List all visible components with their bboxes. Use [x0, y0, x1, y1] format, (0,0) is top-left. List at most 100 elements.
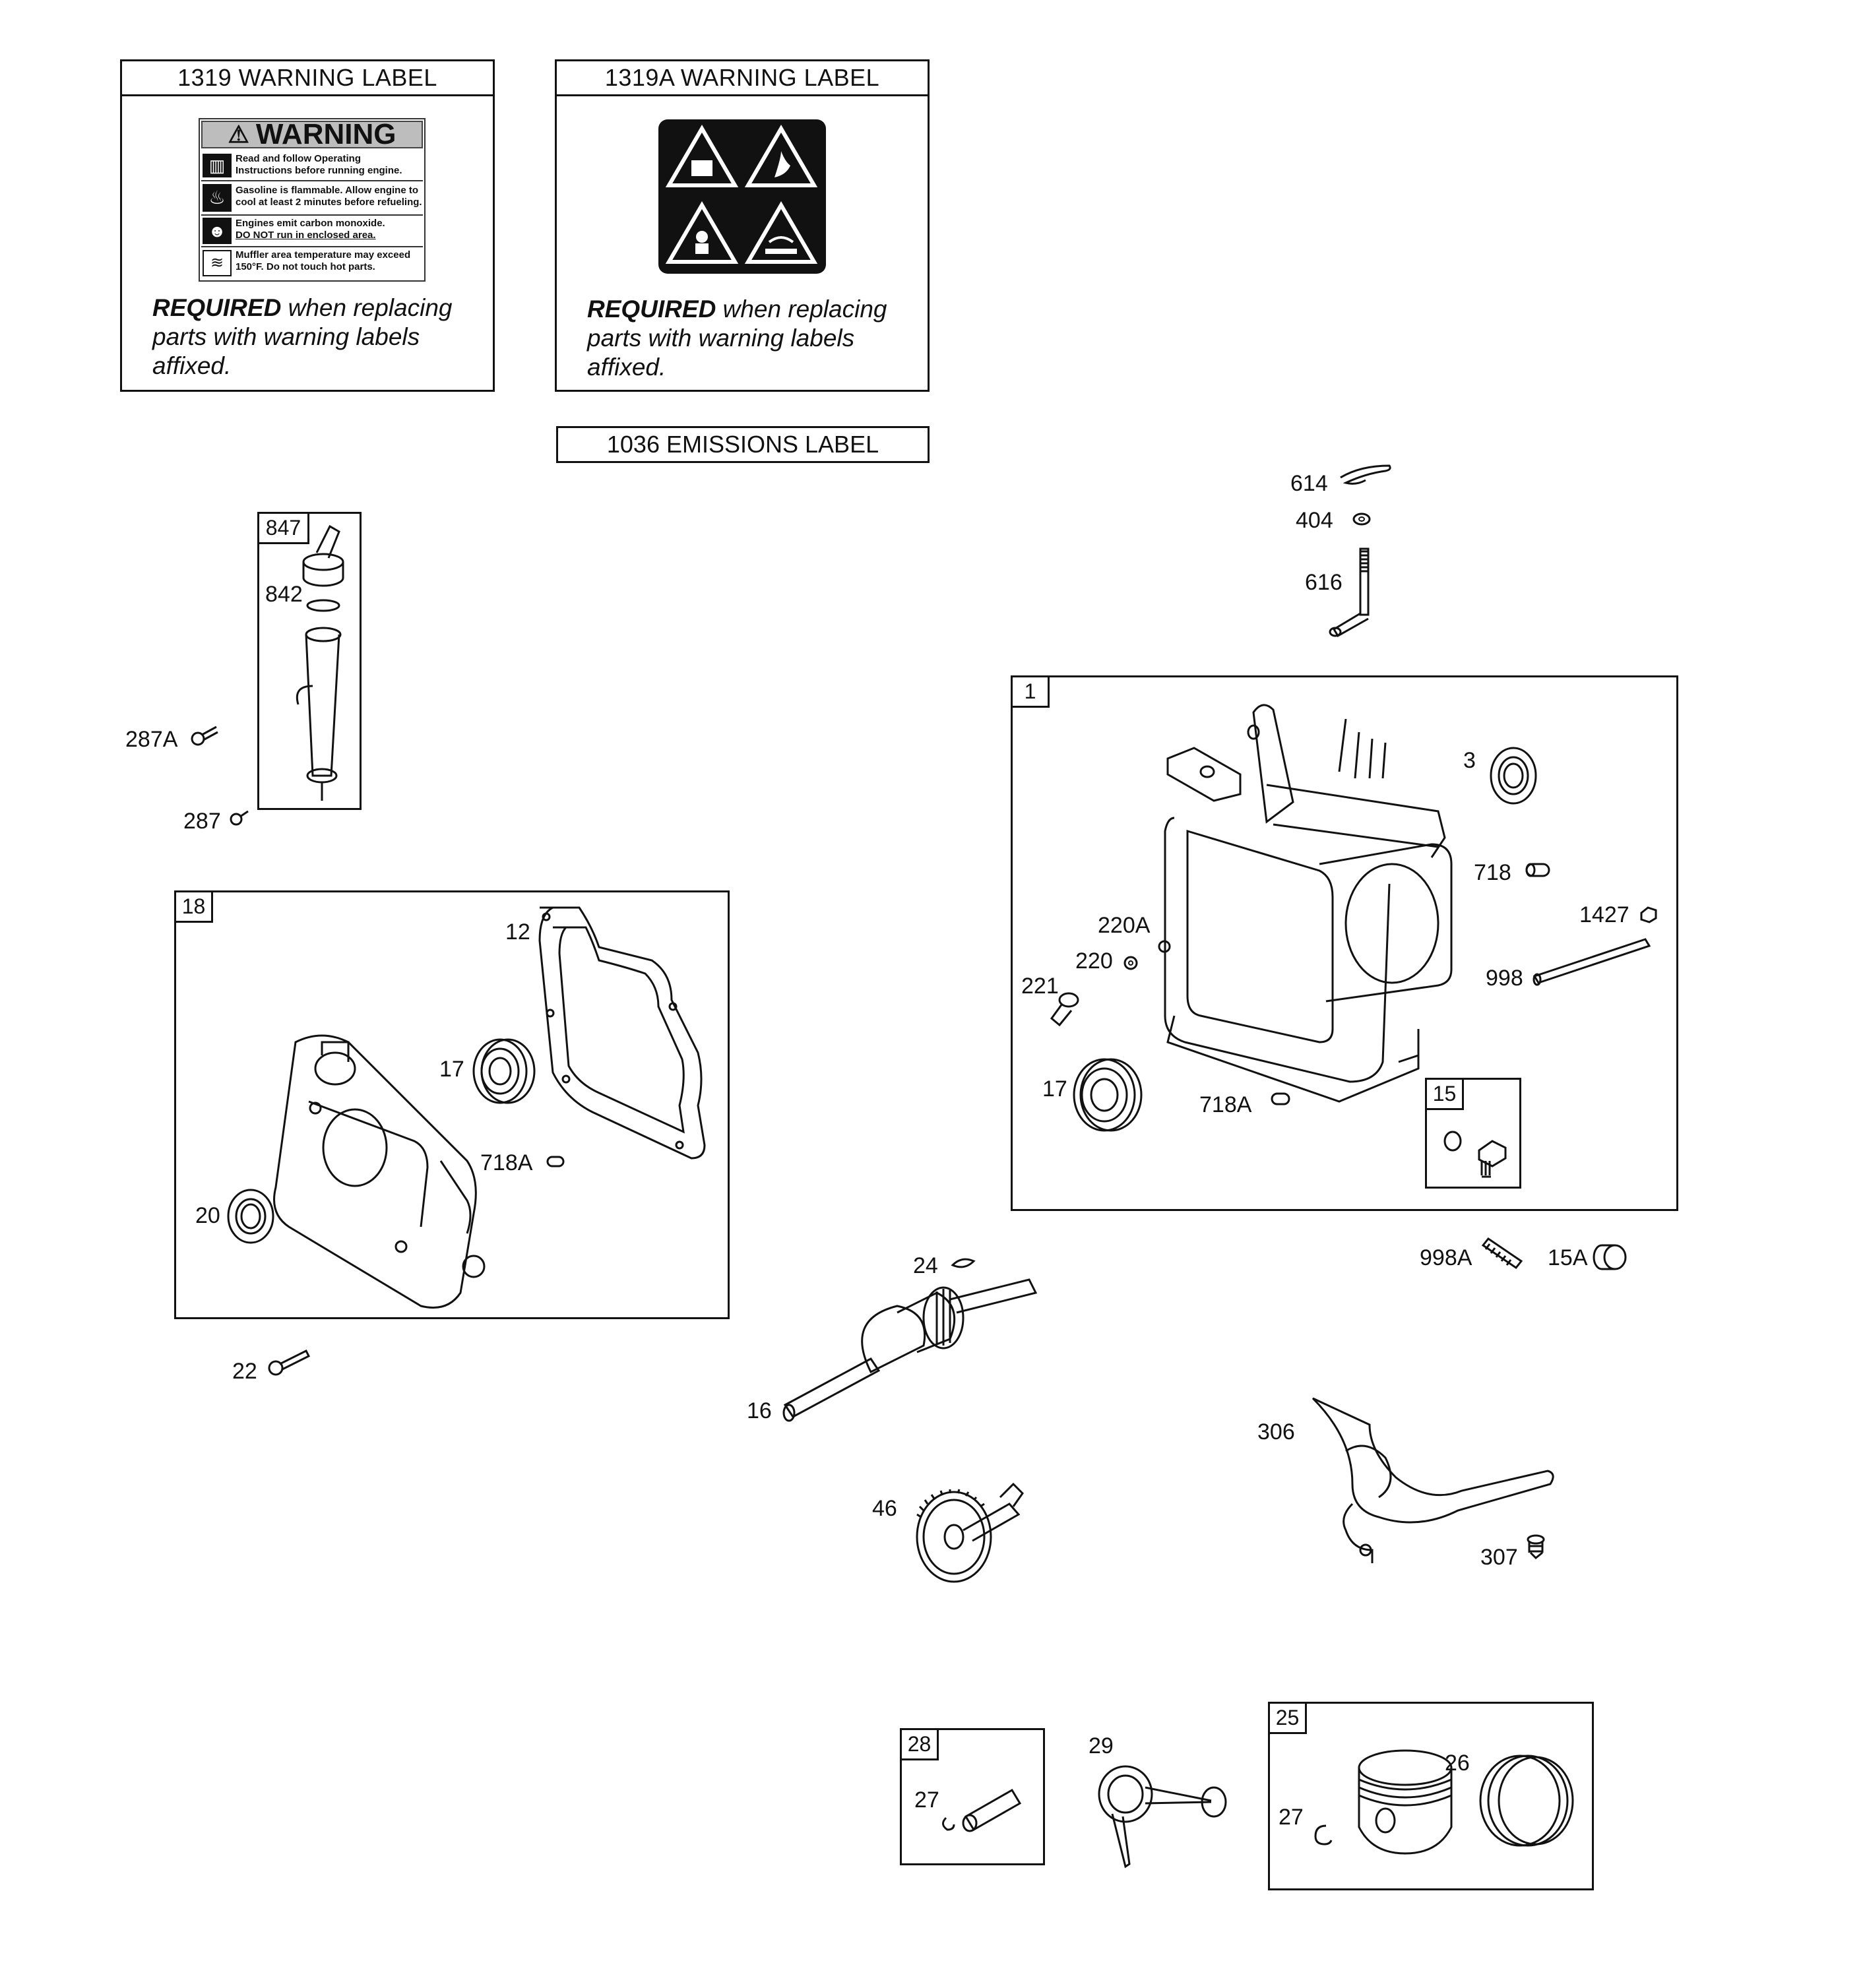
bearing-17-block-part — [1073, 1058, 1143, 1132]
decal-row-2: ♨ Gasoline is flammable. Allow engine to… — [201, 181, 423, 216]
drain-plug-15-part — [1443, 1131, 1507, 1178]
callout-287: 287 — [183, 809, 221, 834]
required-text-a: REQUIRED — [587, 295, 716, 323]
pictogram-decal — [658, 119, 826, 274]
callout-26: 26 — [1445, 1751, 1470, 1776]
pictogram-triangles — [665, 125, 818, 264]
decal-row-4-line-2: 150°F. Do not touch hot parts. — [236, 261, 375, 272]
cylinder-block-part — [1164, 704, 1453, 1103]
callout-842: 842 — [265, 582, 303, 607]
kit-847-tag: 847 — [259, 514, 309, 544]
callout-22: 22 — [232, 1359, 257, 1384]
callout-27-kit28: 27 — [914, 1787, 939, 1813]
warning-triangle-icon: ⚠ — [228, 121, 249, 148]
callout-221: 221 — [1021, 974, 1059, 999]
decal-row-4: ≋ Muffler area temperature may exceed 15… — [201, 247, 423, 279]
callout-287A: 287A — [125, 727, 178, 752]
warning-label-1319a-title: 1319A WARNING LABEL — [557, 61, 928, 96]
callout-46: 46 — [872, 1496, 897, 1521]
piston-part — [1358, 1749, 1453, 1855]
note-a-line-1: when replacing — [716, 295, 887, 323]
warning-label-1319-note: REQUIRED when replacing parts with warni… — [152, 294, 482, 381]
callout-220A: 220A — [1098, 913, 1151, 938]
warning-decal-heading: ⚠ WARNING — [201, 118, 423, 150]
plug-1427-part — [1640, 906, 1657, 923]
note-line-3: affixed. — [152, 352, 232, 379]
stud-998A-part — [1481, 1237, 1523, 1270]
washer-220-part — [1123, 956, 1138, 970]
decal-row-3-line-1: Engines emit carbon monoxide. — [236, 218, 385, 229]
washer-220A-part — [1158, 940, 1171, 953]
callout-404: 404 — [1296, 508, 1333, 533]
fumes-person-icon: ☻ — [203, 218, 232, 244]
dowel-718-part — [1525, 863, 1550, 877]
manual-icon: ▥ — [203, 154, 232, 177]
callout-998: 998 — [1486, 966, 1523, 991]
gasket-12-part — [538, 906, 706, 1160]
washer-404-part — [1352, 513, 1371, 526]
callout-220: 220 — [1075, 948, 1113, 974]
warning-decal-heading-text: WARNING — [255, 118, 396, 150]
callout-12: 12 — [505, 919, 530, 945]
piston-rings-26-part — [1479, 1755, 1574, 1847]
cam-lobe-306-part — [1312, 1397, 1554, 1563]
callout-1427: 1427 — [1579, 902, 1629, 927]
dowel-718A-cover-part — [546, 1156, 565, 1167]
clip-614-part — [1340, 464, 1391, 485]
dipstick-tube-part — [296, 524, 344, 801]
connecting-rod-29-part — [1098, 1765, 1227, 1869]
callout-20: 20 — [195, 1203, 220, 1228]
callout-16: 16 — [747, 1398, 772, 1423]
retainer-clip-part — [1314, 1824, 1333, 1846]
note-line-1: when replacing — [281, 294, 453, 321]
kit-28-box: 28 — [900, 1728, 1045, 1865]
callout-306: 306 — [1257, 1419, 1295, 1444]
callout-718A-cover: 718A — [480, 1150, 533, 1175]
seal-3-part — [1490, 747, 1537, 805]
warning-label-1319a-note: REQUIRED when replacing parts with warni… — [587, 295, 917, 382]
kit-15-box: 15 — [1425, 1078, 1521, 1189]
callout-718A-block: 718A — [1199, 1092, 1252, 1117]
wrist-pin-part — [942, 1788, 1022, 1832]
bearing-17-cover-part — [472, 1038, 536, 1104]
callout-15A: 15A — [1548, 1245, 1588, 1270]
note-line-2: parts with warning labels — [152, 323, 420, 350]
fire-icon — [774, 151, 790, 177]
callout-29: 29 — [1089, 1733, 1114, 1758]
kit-25-tag: 25 — [1270, 1704, 1307, 1734]
kit-1-tag: 1 — [1013, 677, 1050, 708]
decal-row-2-line-2: cool at least 2 minutes before refueling… — [236, 197, 422, 208]
flame-icon: ♨ — [203, 184, 232, 212]
screw-287A-part — [191, 726, 218, 746]
kit-18-tag: 18 — [176, 892, 213, 923]
camshaft-46-part — [916, 1482, 1024, 1583]
person-icon — [696, 231, 708, 243]
book-icon — [691, 160, 712, 176]
note-a-line-2: parts with warning labels — [587, 325, 855, 352]
bolt-22-part — [268, 1349, 311, 1376]
warning-decal: ⚠ WARNING ▥ Read and follow Operating In… — [199, 118, 426, 282]
required-text: REQUIRED — [152, 294, 282, 321]
callout-17-cover: 17 — [439, 1057, 464, 1082]
dowel-718A-block-part — [1271, 1092, 1290, 1105]
callout-17-block: 17 — [1042, 1076, 1067, 1102]
seal-20-part — [227, 1189, 274, 1244]
governor-shaft-616-part — [1329, 547, 1370, 638]
hot-surface-icon: ≋ — [203, 250, 232, 276]
decal-row-3-line-2: DO NOT run in enclosed area. — [236, 230, 376, 241]
emissions-label-1036: 1036 EMISSIONS LABEL — [556, 426, 930, 463]
decal-row-1-line-2: Instructions before running engine. — [236, 165, 402, 176]
callout-718: 718 — [1474, 860, 1511, 885]
warning-label-1319-panel: 1319 WARNING LABEL ⚠ WARNING ▥ Read and … — [120, 59, 495, 392]
decal-row-1: ▥ Read and follow Operating Instructions… — [201, 151, 423, 181]
callout-307: 307 — [1480, 1545, 1518, 1570]
crankshaft-16-part — [782, 1278, 1038, 1422]
key-24-part — [951, 1258, 976, 1268]
callout-3: 3 — [1463, 748, 1476, 773]
hot-icon — [765, 249, 797, 254]
kit-18-box: 18 — [174, 890, 730, 1319]
cap-15A-part — [1593, 1244, 1627, 1270]
kit-25-box: 25 — [1268, 1702, 1594, 1890]
kit-847-box: 847 — [257, 512, 362, 810]
bushing-221-part — [1050, 992, 1079, 1027]
